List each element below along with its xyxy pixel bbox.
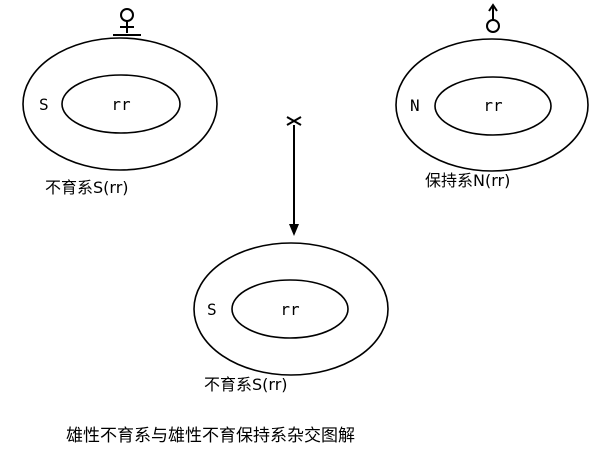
offspring-caption: 不育系S(rr)	[204, 375, 288, 394]
female-nucleus-label: rr	[111, 95, 131, 114]
male-cell: N rr 保持系N(rr)	[395, 3, 589, 190]
female-caption: 不育系S(rr)	[45, 178, 129, 197]
offspring-cell: S rr 不育系S(rr)	[193, 242, 389, 394]
figure-caption: 雄性不育系与雄性不育保持系杂交图解	[66, 426, 355, 446]
female-outer-cell	[22, 37, 218, 171]
offspring-cytoplasm-label: S	[207, 300, 217, 319]
female-symbol-icon	[113, 8, 141, 36]
cross-arrow	[286, 116, 302, 236]
female-nucleus	[61, 74, 181, 134]
offspring-outer-cell	[193, 242, 389, 376]
cross-symbol-icon	[286, 116, 302, 126]
male-caption: 保持系N(rr)	[425, 171, 510, 190]
male-cytoplasm-label: N	[410, 96, 420, 115]
male-outer-cell	[395, 38, 589, 172]
offspring-nucleus	[231, 279, 349, 339]
arrow-head-icon	[289, 224, 299, 236]
female-cell: S rr 不育系S(rr)	[22, 8, 218, 197]
male-symbol-icon	[486, 3, 500, 33]
male-nucleus	[434, 76, 552, 136]
offspring-nucleus-label: rr	[280, 300, 300, 319]
male-nucleus-label: rr	[483, 96, 503, 115]
female-cytoplasm-label: S	[39, 95, 49, 114]
